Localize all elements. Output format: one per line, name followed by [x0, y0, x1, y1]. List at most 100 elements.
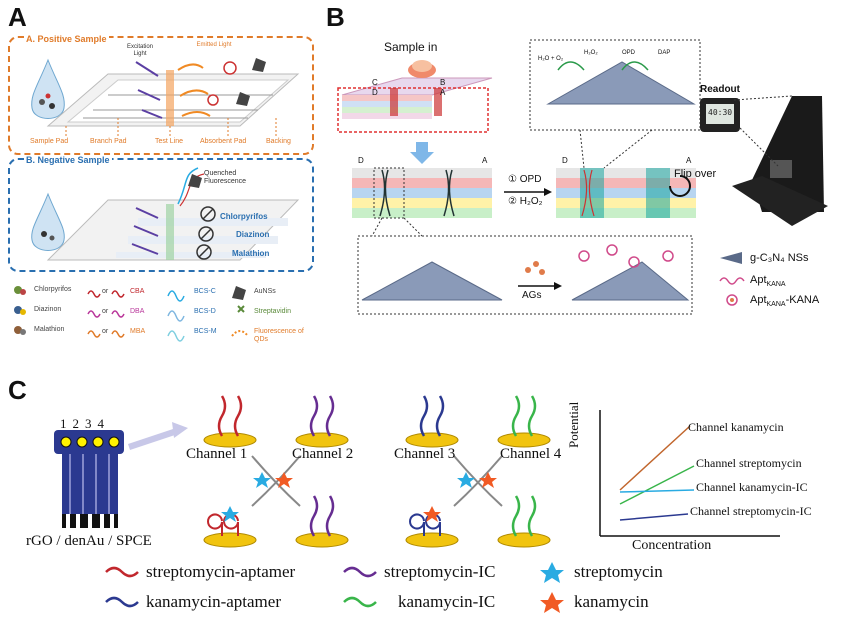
panel-a: A. Positive Sample Excitation Light Emi [0, 0, 318, 370]
readout-value: 40:30 [708, 108, 733, 117]
legend-c-kanamycin-ic: kanamycin-IC [398, 592, 496, 611]
legend-a-cba: CBA [130, 288, 145, 295]
channel-pads-top [203, 395, 551, 448]
channel-pads-bottom [203, 495, 551, 548]
negative-strip-diagram [31, 167, 300, 261]
electrode-number-2: 2 [72, 416, 85, 431]
legend-a-diazinon: Diazinon [34, 306, 62, 313]
strip-label-sample-pad: Sample Pad [30, 138, 69, 145]
legend-a-aunss: AuNSs [254, 288, 276, 295]
inset-label-h2o-o2: H₂O + O₂ [538, 56, 564, 62]
panel-a-legend-icons [14, 286, 249, 342]
step1-label: ① OPD [508, 174, 542, 185]
legend-a-bcs-c: BCS-C [194, 288, 216, 295]
corner-label-d: D [372, 88, 378, 97]
legend-b-apt-kana: AptKANA-KANA [750, 294, 819, 308]
legend-a-or-1: or [102, 288, 109, 295]
inset-top-sheet [546, 61, 696, 105]
emitted-light-label: Emitted Light [196, 42, 232, 48]
strip-label-test-line: Test Line [155, 138, 184, 145]
ags-label: AGs [522, 290, 542, 301]
legend-c-streptomycin-ic: streptomycin-IC [384, 562, 496, 581]
negative-sample-title: B. Negative Sample [24, 155, 112, 165]
graph-y-axis-text: Potential [566, 401, 581, 448]
pesticide-label-diazinon: Diazinon [236, 230, 270, 239]
channel-1-label: Channel 1 [186, 446, 248, 462]
readout-label: Readout [700, 84, 740, 95]
strip-label-absorbent-pad: Absorbent Pad [200, 138, 247, 145]
legend-b-apt: AptKANA [750, 274, 786, 288]
potential-graph [599, 410, 780, 537]
electrode-numbers: 1234 [60, 416, 110, 432]
legend-a-mba: MBA [130, 328, 146, 335]
excitation-light-label: Excitation Light [126, 44, 153, 57]
flip-over-label: Flip over [674, 168, 717, 180]
legend-a-or-3: or [102, 328, 109, 335]
legend-a-malathion: Malathion [34, 326, 65, 333]
section-label-d-right: D [562, 156, 568, 165]
legend-c-kanamycin: kanamycin [574, 592, 649, 611]
strip-label-branch-pad: Branch Pad [90, 138, 127, 145]
section-label-a-right: A [686, 156, 692, 165]
legend-a-bcs-m: BCS-M [194, 328, 217, 335]
legend-c-kanamycin-aptamer: kanamycin-aptamer [146, 592, 281, 611]
corner-label-c: C [372, 78, 378, 87]
channel-4-label: Channel 4 [500, 446, 562, 462]
legend-c-streptomycin: streptomycin [574, 562, 663, 581]
electrode-strip [54, 430, 124, 528]
legend-a-streptavidin: Streptavidin [254, 308, 291, 315]
channel-3-label: Channel 3 [394, 446, 456, 462]
electrode-label: rGO / denAu / SPCE [26, 533, 152, 549]
legend-a-chlorpyrifos: Chlorpyrifos [34, 286, 72, 293]
graph-line-label-streptomycin: Channel streptomycin [696, 456, 802, 470]
pesticide-label-chlorpyrifos: Chlorpyrifos [220, 212, 268, 221]
legend-a-or-2: or [102, 308, 109, 315]
electrode-number-3: 3 [85, 416, 98, 431]
panel-label-c: C [8, 375, 27, 405]
quenched-fluorescence-label: Quenched Fluorescence [204, 170, 247, 185]
pesticide-label-malathion: Malathion [232, 249, 270, 258]
panel-b: Sample in C B D A D A D A ① OPD ② H₂O₂ F… [322, 0, 850, 320]
section-label-a-left: A [482, 156, 488, 165]
panel-b-diagram [337, 39, 828, 315]
legend-b-apt-kana-sub: KANA [766, 301, 786, 309]
legend-b-apt-text: Apt [750, 274, 767, 286]
chip-cross-right [556, 168, 696, 218]
electrode-number-1: 1 [60, 416, 73, 431]
legend-b-gcn: g-C₃N₄ NSs [750, 252, 809, 264]
panel-label-b: B [326, 2, 345, 32]
legend-a-bcs-d: BCS-D [194, 308, 216, 315]
graph-line-label-streptomycin-ic: Channel streptomycin-IC [690, 504, 812, 518]
strip-label-backing: Backing [266, 138, 291, 145]
electrode-number-4: 4 [97, 416, 110, 431]
negative-sample-box [8, 158, 314, 272]
channel-2-label: Channel 2 [292, 446, 354, 462]
legend-b-apt-kana-suffix: -KANA [785, 294, 820, 306]
graph-x-axis-label: Concentration [632, 538, 712, 553]
legend-a-qds: Fluorescence of QDs [254, 328, 304, 343]
panel-c: 1234 rGO / denAu / SPCE Channel 1 Channe… [0, 380, 850, 619]
step2-label: ② H₂O₂ [508, 196, 543, 207]
panel-a-legend: Chlorpyrifos Diazinon Malathion or or or… [10, 284, 315, 364]
sample-in-label: Sample in [384, 40, 438, 54]
panel-label-a: A [8, 2, 27, 32]
positive-strip-diagram [31, 58, 300, 136]
graph-line-label-kanamycin-ic: Channel kanamycin-IC [696, 480, 808, 494]
chip-stack [337, 60, 493, 133]
panel-c-diagram [54, 395, 780, 613]
corner-label-b: B [440, 78, 446, 87]
legend-a-dba: DBA [130, 308, 145, 315]
legend-b-apt-kana-text: Apt [750, 294, 767, 306]
inset-label-opd: OPD [622, 50, 636, 56]
corner-label-a: A [440, 88, 446, 97]
graph-y-axis-label: Potential [566, 368, 582, 448]
readout-device [700, 95, 828, 226]
graph-line-label-kanamycin: Channel kanamycin [688, 420, 784, 434]
positive-sample-box [8, 36, 314, 155]
legend-c-streptomycin-aptamer: streptomycin-aptamer [146, 562, 296, 581]
panel-c-legend-icons [105, 562, 564, 613]
legend-b-apt-sub: KANA [766, 281, 786, 289]
chip-cross-left [352, 167, 492, 219]
inset-label-dap: DAP [658, 50, 671, 56]
section-label-d-left: D [358, 156, 364, 165]
